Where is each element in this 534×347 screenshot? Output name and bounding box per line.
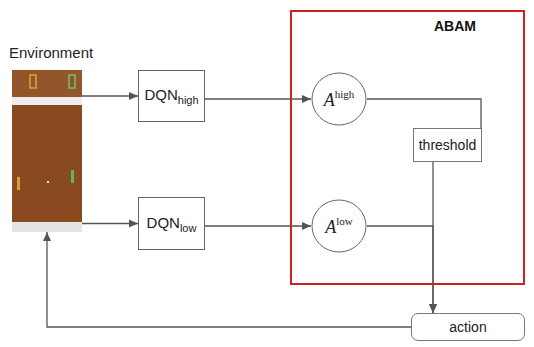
advantage-circle: Ahigh [311, 72, 367, 126]
connector-line [367, 226, 433, 313]
advantage-symbol: A [324, 90, 335, 110]
connector-line [82, 95, 138, 96]
connector-line [82, 223, 138, 224]
network-subscript: high [178, 94, 199, 106]
connector-line [205, 225, 311, 226]
network-box: DQNlow [138, 197, 205, 250]
action-box: action [411, 313, 525, 341]
game-screen [12, 70, 82, 232]
action-label: action [449, 319, 486, 335]
network-name: DQN [147, 214, 180, 231]
threshold-label: threshold [419, 137, 477, 153]
connector-line [367, 99, 481, 128]
module-title: ABAM [434, 18, 476, 34]
module-region: ABAMAhighthresholdAlow [290, 10, 525, 285]
threshold-box: threshold [413, 128, 482, 162]
connector-line [205, 98, 311, 99]
network-subscript: low [180, 222, 197, 234]
game-environment: Environment [12, 70, 82, 232]
advantage-symbol: A [325, 217, 336, 237]
circle-label: Ahigh [324, 88, 355, 111]
network-box: DQNhigh [138, 70, 205, 122]
box-label: DQNlow [147, 214, 197, 234]
advantage-circle: Alow [311, 199, 367, 253]
box-label: DQNhigh [144, 86, 198, 106]
network-name: DQN [144, 86, 177, 103]
circle-label: Alow [325, 215, 353, 238]
advantage-superscript: low [336, 215, 353, 227]
advantage-superscript: high [335, 88, 355, 100]
environment-label: Environment [9, 44, 93, 61]
